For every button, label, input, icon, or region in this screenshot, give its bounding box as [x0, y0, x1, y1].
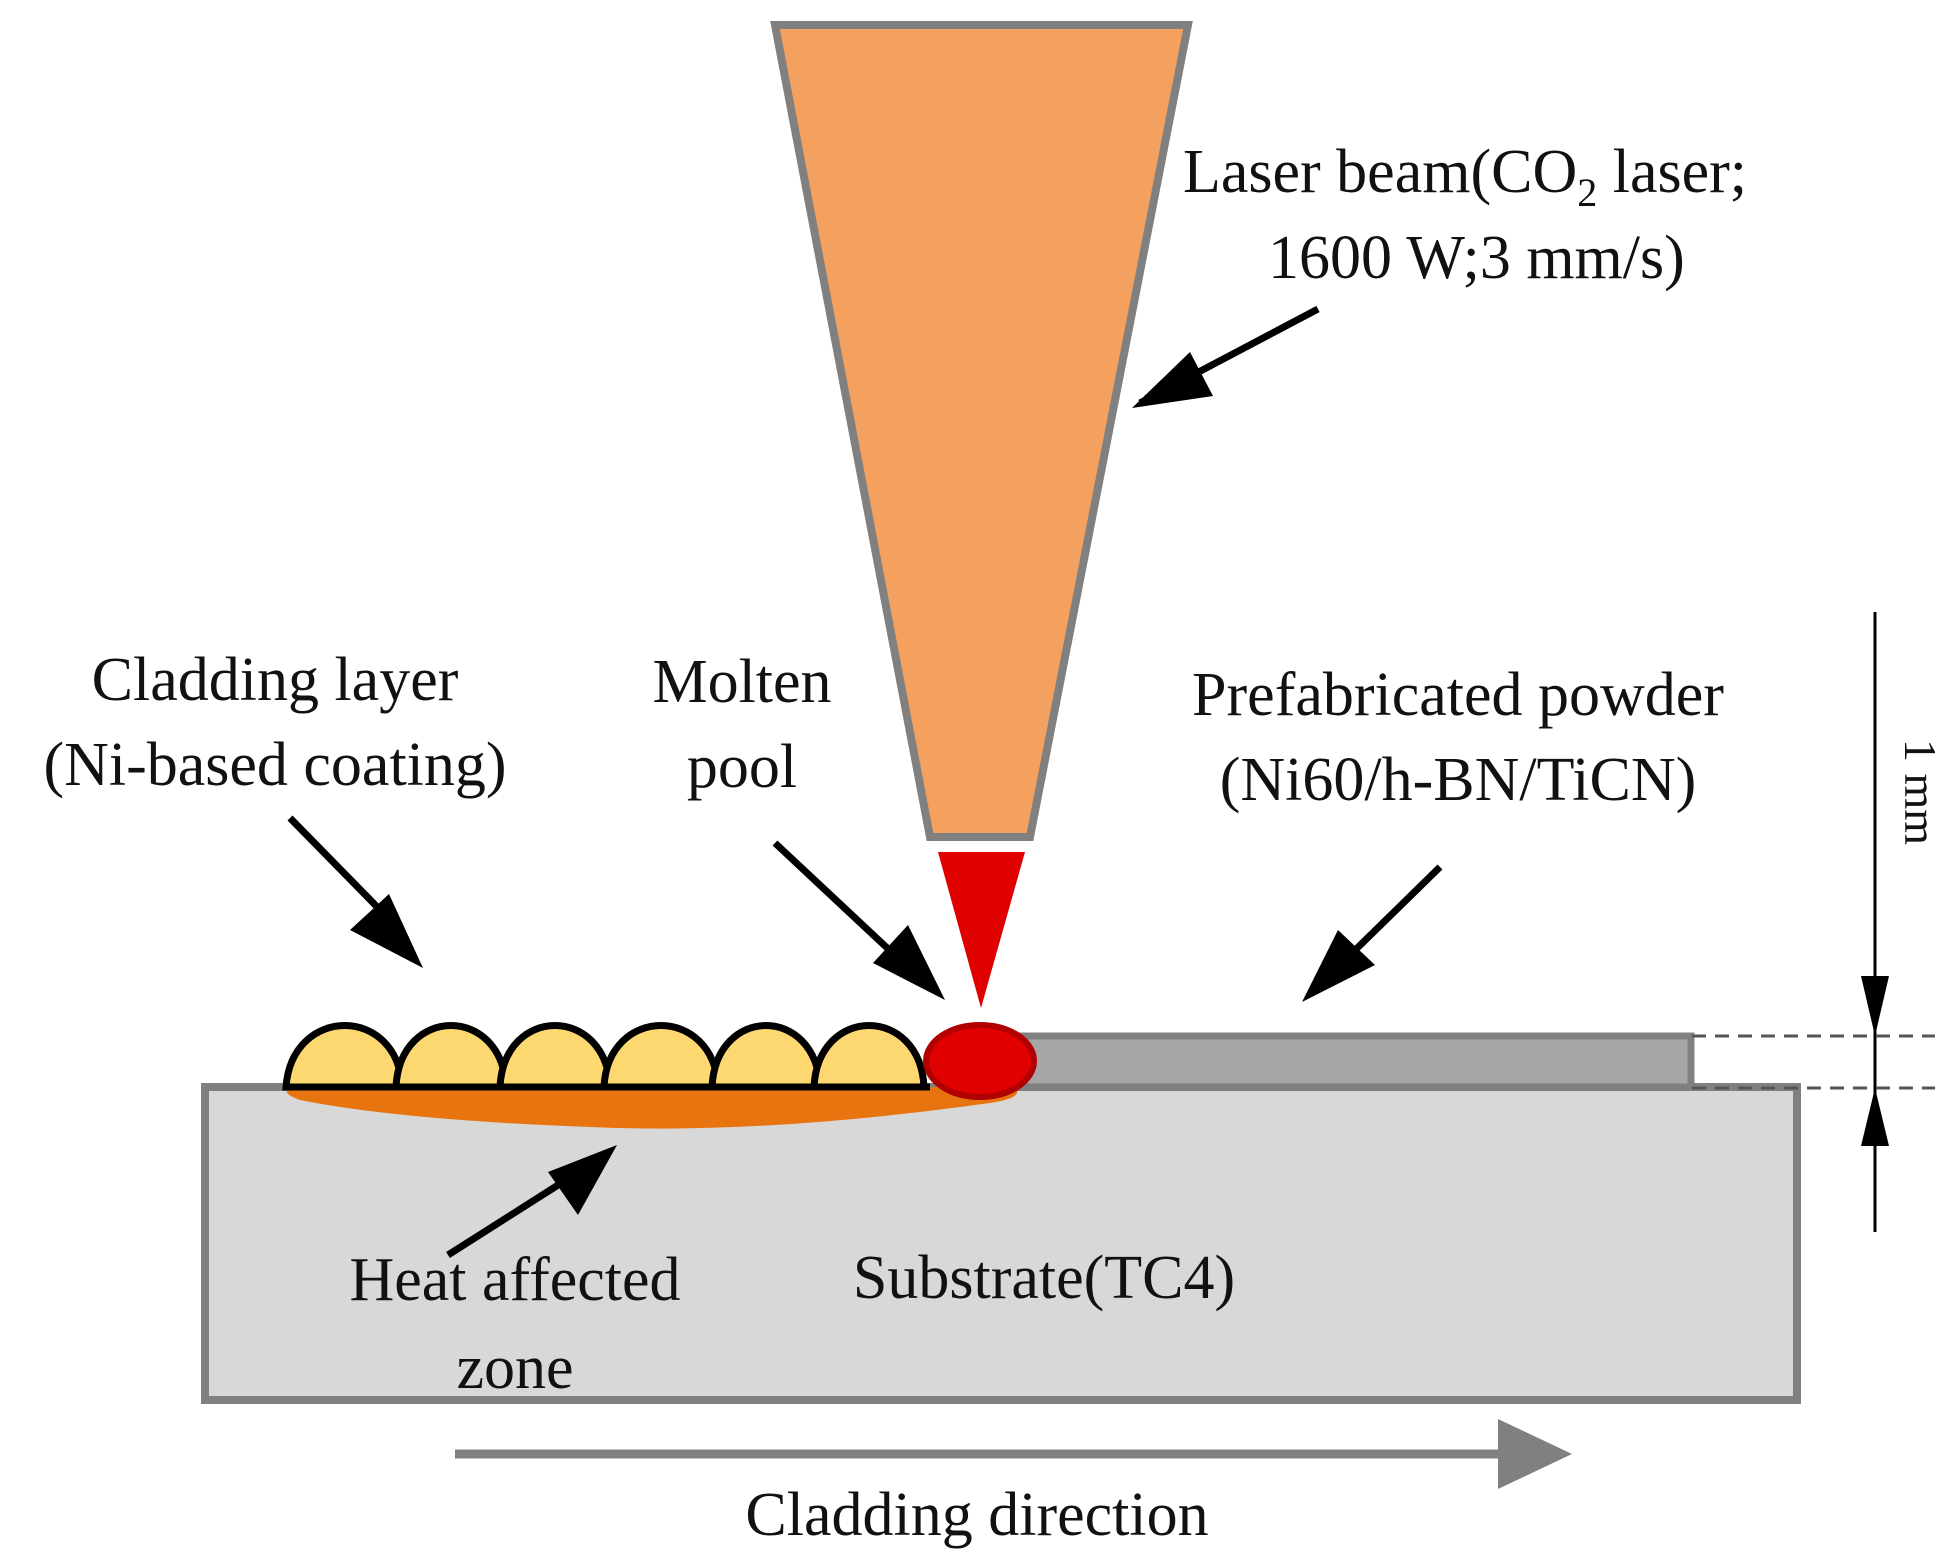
laser-beam-label-line2: 1600 W;3 mm/s)	[1268, 224, 1685, 292]
cladding-layer-label-line1: Cladding layer	[92, 646, 459, 714]
powder-label-line2: (Ni60/h-BN/TiCN)	[1220, 746, 1697, 814]
cladding-beads	[282, 1022, 930, 1091]
scale-label: 1 mm	[1895, 739, 1940, 845]
heat-affected-zone	[286, 1087, 1018, 1129]
laser-beam-arrowhead	[1132, 352, 1213, 408]
molten-pool-label-line2: pool	[687, 733, 797, 801]
cladding-layer-arrowhead	[350, 894, 423, 968]
cladding-layer-label-line2: (Ni-based coating)	[43, 731, 506, 799]
cladding-layer-arrow	[287, 815, 393, 923]
molten-pool	[923, 1022, 1037, 1100]
substrate-label: Substrate(TC4)	[853, 1244, 1235, 1312]
laser-beam-cone	[770, 21, 1193, 841]
cladding-bead	[282, 1022, 406, 1091]
heat-zone-arrow	[446, 1177, 568, 1258]
cladding-direction-label: Cladding direction	[745, 1481, 1208, 1549]
molten-pool-label-line1: Molten	[652, 648, 831, 716]
powder-layer	[1011, 1032, 1695, 1091]
laser-tip	[938, 852, 1025, 1008]
thickness-scale	[1692, 612, 1935, 1232]
cladding-bead	[392, 1022, 510, 1091]
cladding-direction-arrowhead	[1498, 1419, 1572, 1489]
powder-arrowhead	[1302, 930, 1375, 1002]
molten-pool-arrowhead	[873, 925, 945, 1000]
laser-beam-label-line1: Laser beam(CO2 laser;	[1183, 138, 1747, 215]
molten-pool-arrow	[772, 840, 903, 963]
heat-zone-label-line2: zone	[456, 1334, 573, 1402]
scale-arrowhead-down	[1861, 976, 1889, 1036]
cladding-bead	[600, 1022, 722, 1091]
heat-zone-label-line1: Heat affected	[349, 1246, 680, 1314]
powder-arrow	[1342, 864, 1443, 963]
powder-label-line1: Prefabricated powder	[1192, 661, 1724, 729]
cladding-bead	[810, 1022, 928, 1091]
scale-arrowhead-up	[1861, 1088, 1889, 1146]
cladding-bead	[496, 1022, 614, 1091]
cladding-bead	[708, 1022, 824, 1091]
heat-zone-arrowhead	[548, 1145, 617, 1215]
